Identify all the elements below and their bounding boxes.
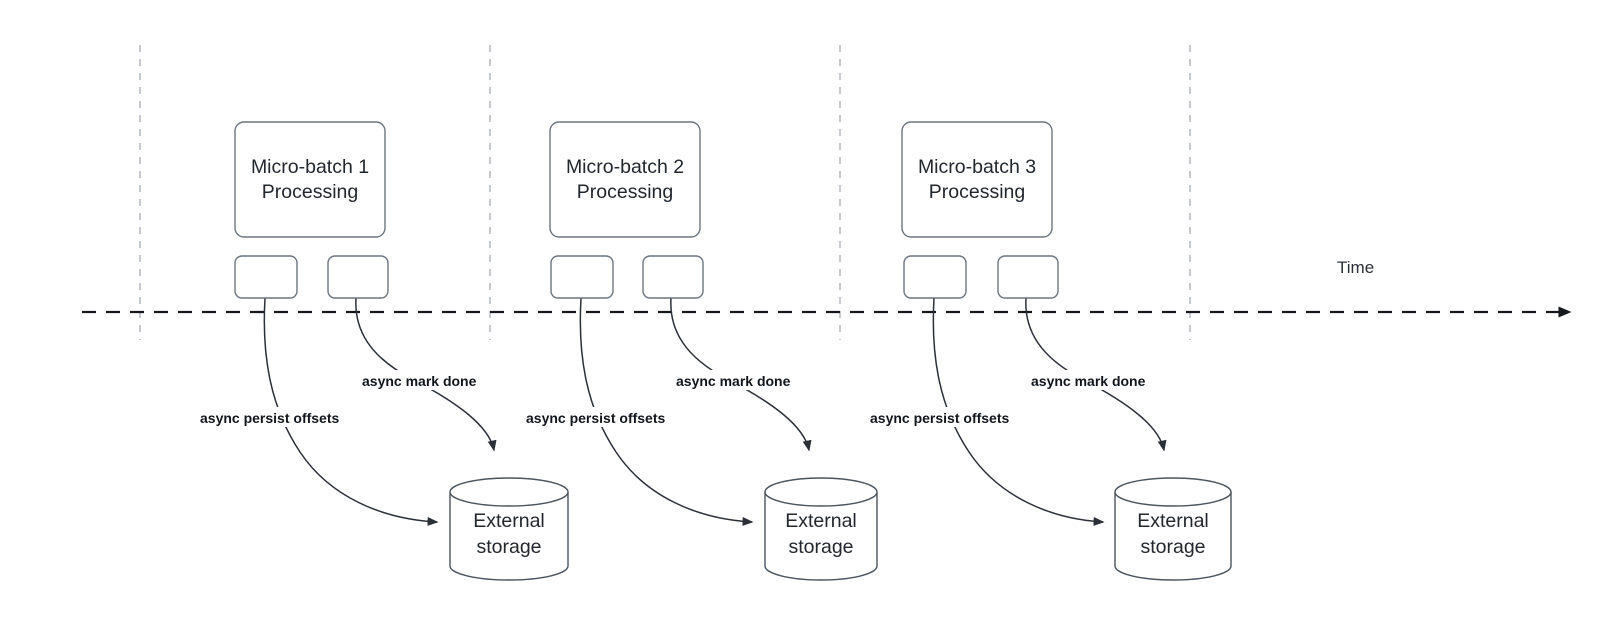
external-storage-1-label-line1: External xyxy=(473,510,545,532)
micro-batch-2-box[interactable] xyxy=(549,121,701,238)
mark-done-task-1[interactable] xyxy=(327,255,389,299)
external-storage-2-body xyxy=(764,492,878,581)
time-axis-label: Time xyxy=(1337,258,1374,277)
svg-text:async mark done: async mark done xyxy=(362,373,477,389)
svg-text:async persist offsets: async persist offsets xyxy=(870,410,1009,426)
svg-text:async persist offsets: async persist offsets xyxy=(200,410,339,426)
external-storage-1-label-line2: storage xyxy=(476,536,541,558)
micro-batch-3-box[interactable] xyxy=(901,121,1053,238)
svg-text:async persist offsets: async persist offsets xyxy=(526,410,665,426)
group-2: Micro-batch 2 Processing External storag… xyxy=(522,121,878,581)
async-mark-done-label-1: async mark done xyxy=(358,370,502,390)
micro-batch-1-box[interactable] xyxy=(234,121,386,238)
flow-persist-offsets-3 xyxy=(932,297,1105,526)
mark-done-task-2[interactable] xyxy=(642,255,704,299)
svg-text:async mark done: async mark done xyxy=(1031,373,1146,389)
micro-batch-2-label-line2: Processing xyxy=(577,181,673,203)
micro-batch-1-label-line2: Processing xyxy=(262,181,358,203)
mark-done-task-3[interactable] xyxy=(997,255,1059,299)
micro-batch-2-label-line1: Micro-batch 2 xyxy=(566,156,684,178)
persist-offsets-task-2[interactable] xyxy=(550,255,614,299)
async-persist-offsets-label-1: async persist offsets xyxy=(196,407,376,427)
flow-persist-offsets-2 xyxy=(579,297,754,526)
external-storage-1-top xyxy=(449,477,569,507)
flow-persist-offsets-1 xyxy=(263,297,439,526)
time-axis: Time xyxy=(82,258,1572,318)
external-storage-2-top xyxy=(764,477,878,507)
external-storage-3[interactable]: External storage xyxy=(1114,477,1232,581)
persist-offsets-task-1[interactable] xyxy=(234,255,298,299)
group-1: Micro-batch 1 Processing External storag… xyxy=(196,121,569,581)
external-storage-3-label-line1: External xyxy=(1137,510,1209,532)
external-storage-1-body xyxy=(449,492,569,581)
persist-offsets-task-3[interactable] xyxy=(903,255,967,299)
micro-batch-1-label-line1: Micro-batch 1 xyxy=(251,156,369,178)
async-persist-offsets-label-3: async persist offsets xyxy=(866,407,1046,427)
async-mark-done-label-3: async mark done xyxy=(1027,370,1171,390)
svg-text:async mark done: async mark done xyxy=(676,373,791,389)
external-storage-3-body xyxy=(1114,492,1232,581)
async-mark-done-label-2: async mark done xyxy=(672,370,816,390)
external-storage-1[interactable]: External storage xyxy=(449,477,569,581)
async-persist-offsets-label-2: async persist offsets xyxy=(522,407,702,427)
micro-batch-3-label-line1: Micro-batch 3 xyxy=(918,156,1036,178)
external-storage-2-label-line2: storage xyxy=(788,536,853,558)
external-storage-3-label-line2: storage xyxy=(1140,536,1205,558)
external-storage-3-top xyxy=(1114,477,1232,507)
group-3: Micro-batch 3 Processing External storag… xyxy=(866,121,1232,581)
external-storage-2[interactable]: External storage xyxy=(764,477,878,581)
micro-batch-3-label-line2: Processing xyxy=(929,181,1025,203)
external-storage-2-label-line1: External xyxy=(785,510,857,532)
